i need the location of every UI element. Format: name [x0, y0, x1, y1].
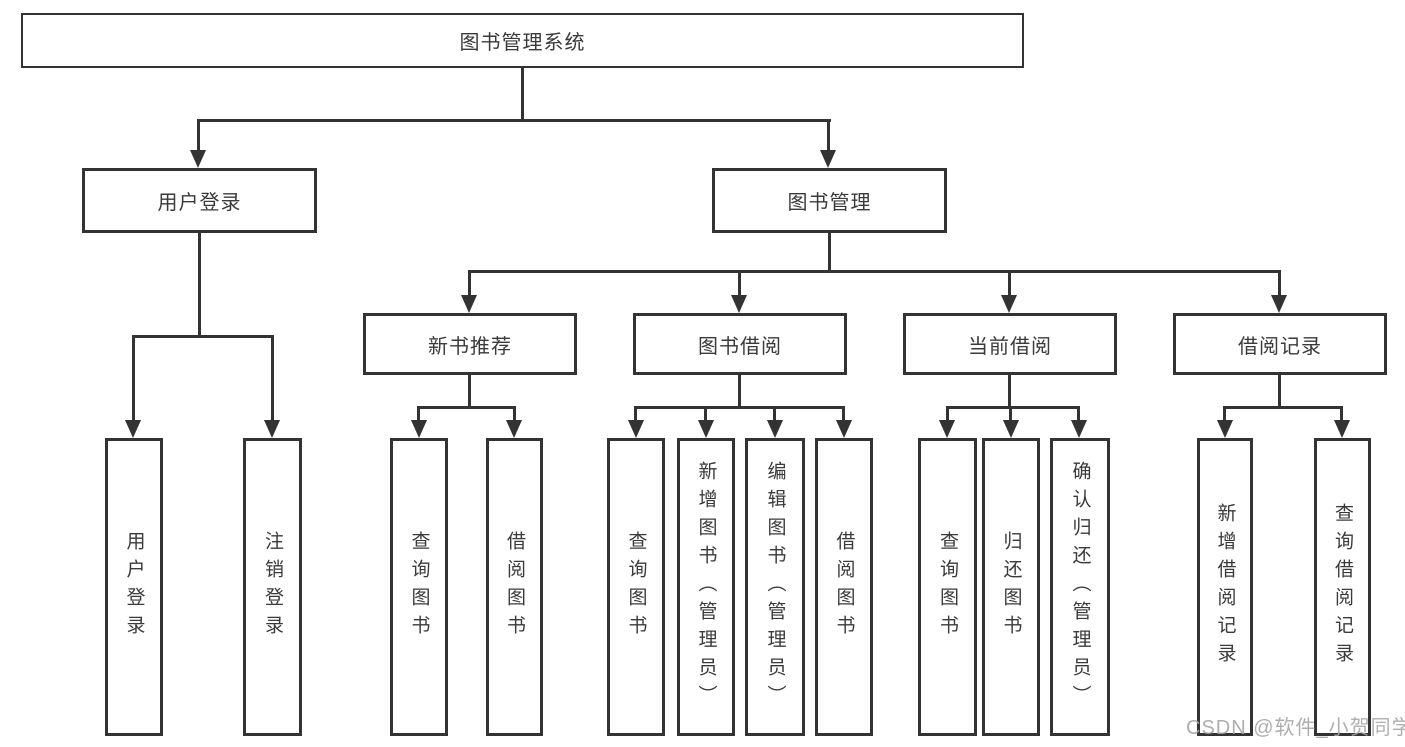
arrowhead-down-icon: [1271, 295, 1287, 313]
node-borrow-records-label: 借阅记录: [1238, 335, 1322, 358]
node-book-management-label: 图书管理: [787, 192, 872, 214]
leaf-label: 查询图书: [625, 531, 647, 643]
leaf-label: 查询图书: [937, 531, 958, 643]
arrowhead-down-icon: [506, 420, 522, 438]
connector-line: [197, 119, 200, 153]
arrowhead-down-icon: [1071, 420, 1087, 438]
connector-line: [513, 406, 516, 424]
leaf-return-books: 归还图书: [982, 438, 1040, 736]
connector-line: [521, 68, 524, 120]
leaf-label: 用户登录: [123, 531, 145, 643]
leaf-query-books-recommend: 查询图书: [390, 438, 448, 736]
connector-line: [773, 406, 776, 424]
node-user-login-label: 用户登录: [157, 192, 242, 214]
connector-line: [271, 335, 274, 423]
connector-line: [704, 406, 707, 424]
arrowhead-down-icon: [731, 295, 747, 313]
leaf-label: 归还图书: [1000, 531, 1022, 643]
arrowhead-down-icon: [1217, 420, 1233, 438]
connector-line: [417, 406, 420, 424]
arrowhead-down-icon: [264, 420, 280, 438]
connector-line: [1278, 270, 1281, 297]
arrowhead-down-icon: [1001, 295, 1017, 313]
connector-line: [468, 270, 471, 297]
connector-line: [1008, 270, 1011, 297]
node-current-borrowing-label: 当前借阅: [968, 335, 1052, 358]
connector-line: [417, 406, 516, 409]
node-new-book-recommend-label: 新书推荐: [428, 335, 512, 358]
connector-line: [1008, 375, 1011, 408]
connector-line: [1278, 375, 1281, 408]
connector-line: [198, 233, 201, 338]
connector-line: [634, 406, 845, 409]
connector-line: [1340, 406, 1343, 424]
arrowhead-down-icon: [1003, 420, 1019, 438]
arrowhead-down-icon: [767, 420, 783, 438]
connector-line: [946, 406, 1080, 409]
arrowhead-down-icon: [411, 420, 427, 438]
connector-line: [827, 119, 830, 153]
arrowhead-down-icon: [836, 420, 852, 438]
node-borrow-records: 借阅记录: [1173, 313, 1387, 375]
leaf-label: 确认归还（管理员）: [1069, 461, 1091, 713]
node-new-book-recommend: 新书推荐: [363, 313, 577, 375]
leaf-label: 借阅图书: [504, 531, 525, 643]
connector-line: [132, 335, 135, 423]
arrowhead-down-icon: [461, 295, 477, 313]
arrowhead-down-icon: [1334, 420, 1350, 438]
connector-line: [828, 233, 831, 273]
connector-line: [132, 335, 274, 338]
leaf-borrow-books: 借阅图书: [815, 438, 873, 736]
arrowhead-down-icon: [820, 150, 836, 168]
node-root-label: 图书管理系统: [459, 32, 586, 54]
arrowhead-down-icon: [628, 420, 644, 438]
leaf-label: 借阅图书: [833, 531, 855, 643]
leaf-query-borrow-record: 查询借阅记录: [1314, 438, 1371, 736]
leaf-borrow-books-recommend: 借阅图书: [486, 438, 543, 736]
connector-line: [634, 406, 637, 424]
arrowhead-down-icon: [939, 420, 955, 438]
connector-line: [738, 270, 741, 297]
watermark: CSDN @软件_小贺同学: [1186, 717, 1405, 739]
leaf-label: 新增图书（管理员）: [695, 461, 717, 713]
connector-line: [946, 406, 949, 424]
connector-line: [468, 270, 1281, 273]
connector-line: [468, 375, 471, 408]
node-book-management: 图书管理: [712, 168, 947, 233]
leaf-query-books-current: 查询图书: [918, 438, 977, 736]
leaf-label: 新增借阅记录: [1214, 503, 1236, 671]
leaf-logout: 注销登录: [243, 438, 302, 736]
leaf-edit-books-admin: 编辑图书（管理员）: [745, 438, 805, 736]
node-book-borrowing-label: 图书借阅: [698, 335, 782, 358]
arrowhead-down-icon: [190, 150, 206, 168]
connector-line: [1077, 406, 1080, 424]
leaf-query-books-borrowing: 查询图书: [607, 438, 665, 736]
connector-line: [1223, 406, 1226, 424]
connector-line: [842, 406, 845, 424]
connector-line: [738, 375, 741, 408]
connector-line: [197, 119, 831, 122]
node-user-login: 用户登录: [82, 168, 317, 233]
leaf-label: 查询借阅记录: [1332, 503, 1353, 671]
leaf-add-borrow-record: 新增借阅记录: [1197, 438, 1253, 736]
leaf-label: 查询图书: [408, 531, 430, 643]
leaf-label: 编辑图书（管理员）: [764, 461, 786, 713]
node-root-library-system: 图书管理系统: [21, 13, 1024, 68]
connector-line: [1009, 406, 1012, 424]
arrowhead-down-icon: [125, 420, 141, 438]
leaf-label: 注销登录: [262, 531, 283, 643]
arrowhead-down-icon: [698, 420, 714, 438]
leaf-user-login: 用户登录: [105, 438, 163, 736]
node-current-borrowing: 当前借阅: [903, 313, 1117, 375]
node-book-borrowing: 图书借阅: [633, 313, 847, 375]
leaf-add-books-admin: 新增图书（管理员）: [677, 438, 735, 736]
leaf-confirm-return-admin: 确认归还（管理员）: [1050, 438, 1110, 736]
connector-line: [1223, 406, 1343, 409]
